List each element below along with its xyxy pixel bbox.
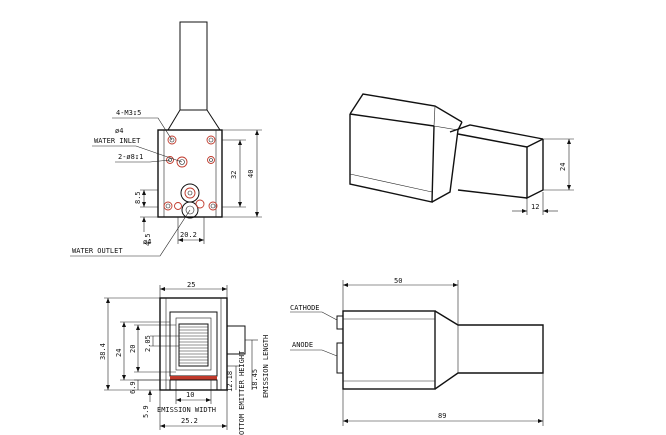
base-strip — [170, 376, 217, 380]
side-dim-89: 89 — [438, 412, 446, 420]
dim-8-5: 8.5 — [134, 191, 142, 204]
top-view-neck — [167, 109, 221, 131]
bottom-emitter-height-label: OTTOM EMITTER HEIGHT — [238, 350, 246, 435]
emission-width-label: EMISSION WIDTH — [157, 406, 216, 414]
dim-32: 32 — [230, 171, 238, 179]
screw-callout: 4-M3↧5 — [116, 109, 141, 117]
dim-20-2: 20.2 — [180, 231, 197, 239]
iso-view: 24 12 — [349, 93, 574, 215]
anode-label: ANODE — [292, 341, 313, 349]
front-dim-5-9: 5.9 — [142, 405, 150, 418]
front-dim-18-45: 18.45 — [251, 369, 259, 390]
front-dim-20: 20 — [129, 345, 137, 353]
water-outlet-port — [180, 183, 200, 203]
emission-length-label: EMISSION LENGTH — [262, 335, 270, 398]
front-dim-38-4: 38.4 — [99, 343, 107, 360]
water-outlet-label: WATER OUTLET — [72, 247, 123, 255]
iso-arm-end — [526, 139, 544, 200]
iso-dim-12: 12 — [531, 203, 539, 211]
iso-dim-24: 24 — [559, 163, 567, 171]
iso-arm-top — [449, 124, 544, 140]
pin-callout: 2-ø8↧1 — [118, 153, 143, 161]
front-dim-24: 24 — [115, 349, 123, 357]
screw-hole — [208, 201, 218, 211]
inlet-dia-callout: ø4 — [115, 127, 123, 135]
small-port — [174, 202, 182, 210]
iso-body-front — [349, 114, 435, 203]
small-port — [195, 199, 205, 209]
top-view-body — [157, 129, 223, 218]
front-dim-25: 25 — [187, 281, 195, 289]
front-dim-2-05: 2.05 — [144, 335, 152, 352]
water-inlet-label: WATER INLET — [94, 137, 141, 145]
front-dim-6-9: 6.9 — [129, 381, 137, 394]
top-view-stem — [179, 21, 208, 111]
side-tab — [226, 325, 246, 355]
side-view: CATHODE ANODE 50 89 — [290, 277, 544, 426]
pin-hole — [207, 156, 215, 164]
front-view: 25 38.4 24 20 2.05 6.9 5.9 10 EMISSION W… — [99, 281, 270, 435]
dim-4-5: 4.5 — [144, 233, 152, 246]
top-view: 4-M3↧5 ø4 WATER INLET 2-ø8↧1 ø4 WATER OU… — [70, 21, 262, 257]
front-dim-12-18: 12.18 — [226, 371, 234, 392]
outlet-port-lower — [181, 201, 199, 219]
screw-hole — [206, 135, 216, 145]
screw-hole — [163, 201, 173, 211]
emitter-bars — [179, 326, 208, 364]
side-view-body — [342, 310, 436, 390]
cathode-label: CATHODE — [290, 304, 320, 312]
outlet-dia-callout: ø4 — [143, 238, 151, 246]
side-dim-50: 50 — [394, 277, 402, 285]
water-inlet-port — [176, 156, 188, 168]
anode-terminal — [336, 342, 344, 374]
screw-hole — [167, 135, 177, 145]
side-view-arm — [434, 310, 544, 390]
front-dim-25-2: 25.2 — [181, 417, 198, 425]
iso-body-top — [349, 93, 463, 123]
front-dim-10: 10 — [186, 391, 194, 399]
dim-40: 40 — [247, 170, 255, 178]
cathode-terminal — [336, 315, 344, 330]
